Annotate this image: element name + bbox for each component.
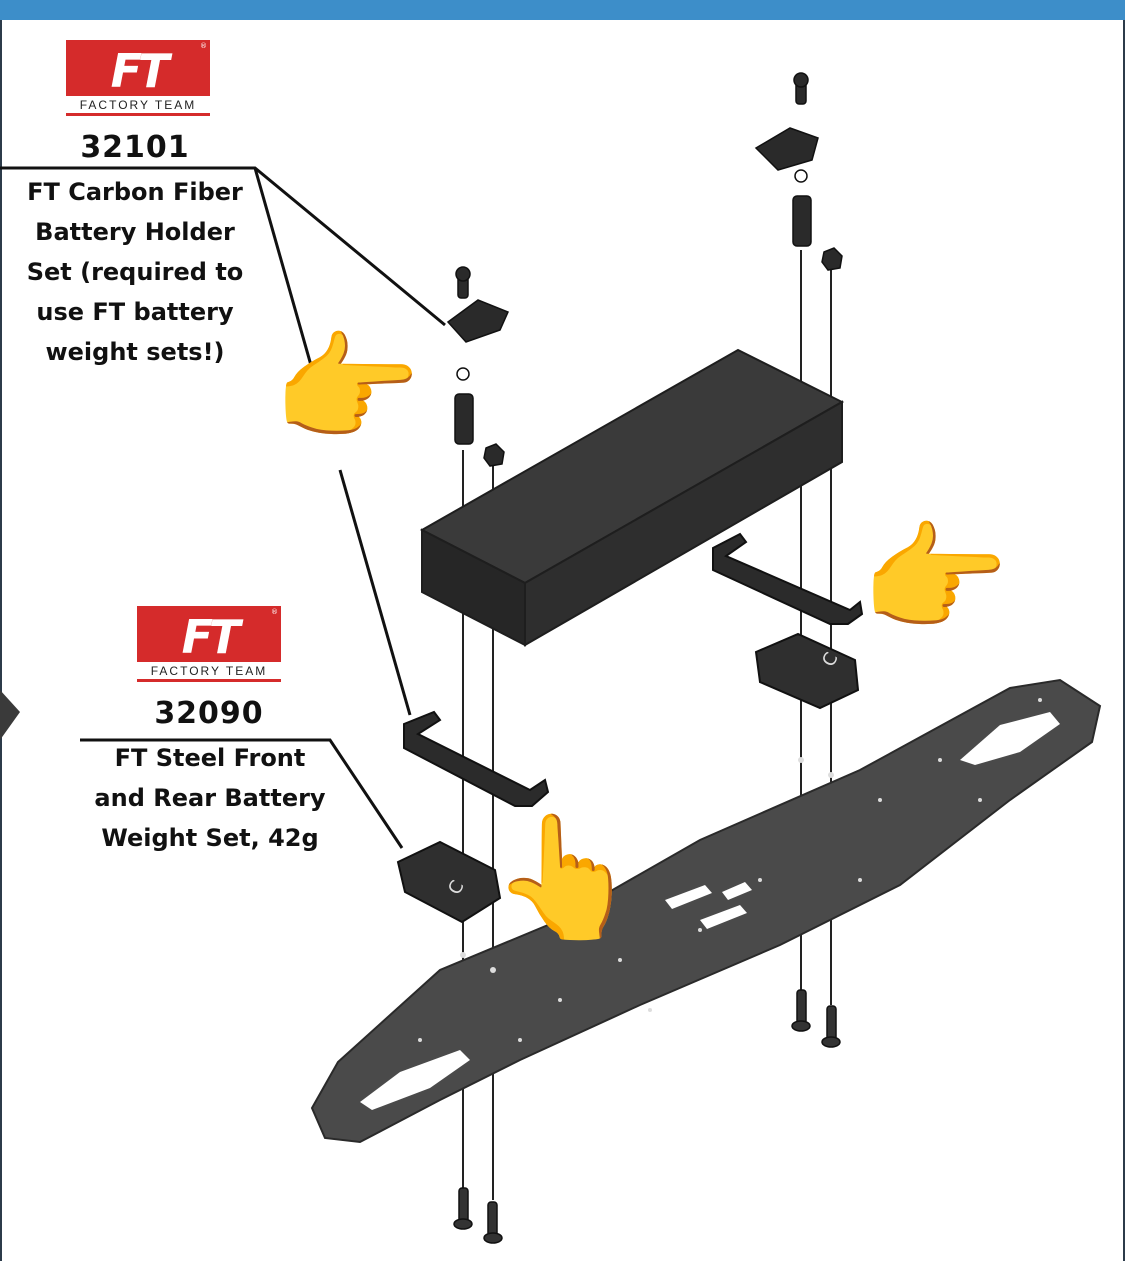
- adjacent-part-fragment: [0, 690, 20, 740]
- battery-weight-rear: C: [396, 840, 502, 924]
- window-header-bar: [0, 0, 1125, 20]
- chassis-plate: [310, 678, 1102, 1144]
- part-number-bottom: 32090: [154, 696, 264, 731]
- part-number-top: 32101: [80, 130, 190, 165]
- brand-name: FACTORY TEAM: [66, 98, 210, 116]
- holder-post-stack-rear: [446, 266, 510, 467]
- pointing-hand-right-icon: 👉: [860, 510, 1010, 649]
- factory-team-logo-bottom: FT ® FACTORY TEAM: [137, 606, 281, 682]
- battery-holder-bracket-front: [712, 532, 864, 625]
- holder-post-stack-front: [754, 72, 843, 271]
- pointing-hand-up-icon: 👆: [490, 808, 640, 947]
- pointing-hand-right-icon: 👉: [272, 320, 422, 459]
- chassis-holes: [418, 698, 1042, 1042]
- callout-leader-lines-bottom: [80, 738, 404, 849]
- battery-holder-bracket-rear: [403, 710, 550, 807]
- chassis-cutouts: [360, 712, 1060, 1110]
- ft-badge: FT ®: [137, 606, 281, 662]
- battery-weight-front: C: [754, 632, 860, 710]
- left-frame-edge: [0, 20, 2, 1261]
- part-description-bottom: FT Steel Front and Rear Battery Weight S…: [94, 744, 326, 852]
- right-frame-edge: [1123, 20, 1125, 1261]
- factory-team-logo-top: FT ® FACTORY TEAM: [66, 40, 210, 116]
- battery-pack: [419, 348, 845, 647]
- brand-name: FACTORY TEAM: [137, 664, 281, 682]
- part-description-top: FT Carbon Fiber Battery Holder Set (requ…: [26, 178, 244, 366]
- mounting-screws: [453, 989, 841, 1244]
- callout-leader-lines-top: [0, 166, 446, 716]
- ft-badge: FT ®: [66, 40, 210, 96]
